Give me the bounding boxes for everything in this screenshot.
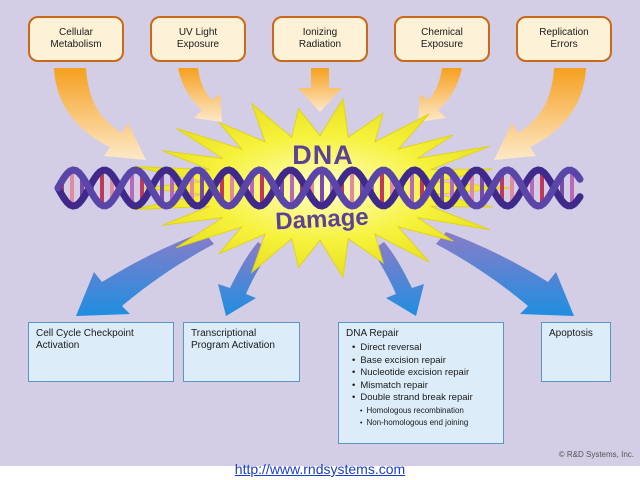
dna-repair-list: Direct reversal Base excision repair Nuc… — [346, 342, 496, 405]
arrow-to-checkpoint — [76, 232, 214, 316]
repair-item: Double strand break repair — [352, 392, 496, 405]
outcome-cell-cycle-checkpoint: Cell Cycle Checkpoint Activation — [28, 322, 174, 382]
copyright-notice: © R&D Systems, Inc. — [558, 450, 634, 459]
arrow-to-apoptosis — [436, 232, 574, 316]
repair-subitem: Non-homologous end joining — [360, 417, 496, 429]
dna-repair-title: DNA Repair — [346, 328, 399, 339]
arrow-uv-light — [178, 68, 222, 122]
diagram-panel: Cellular Metabolism UV Light Exposure Io… — [0, 0, 640, 466]
dna-double-helix — [54, 166, 584, 210]
arrow-to-dna-repair — [372, 242, 424, 316]
arrow-replication-errors — [494, 68, 586, 160]
repair-item: Mismatch repair — [352, 380, 496, 393]
repair-item: Direct reversal — [352, 342, 496, 355]
title-dna: DNA — [292, 140, 354, 170]
repair-item: Nucleotide excision repair — [352, 367, 496, 380]
cause-ionizing-radiation: Ionizing Radiation — [272, 16, 368, 62]
diagram-graphics — [54, 68, 586, 316]
repair-subitem: Homologous recombination — [360, 405, 496, 417]
repair-item: Base excision repair — [352, 355, 496, 368]
outcome-dna-repair: DNA Repair Direct reversal Base excision… — [338, 322, 504, 444]
double-strand-repair-sublist: Homologous recombination Non-homologous … — [346, 405, 496, 429]
cause-replication-errors: Replication Errors — [516, 16, 612, 62]
title-damage: Damage — [274, 203, 370, 236]
footer-link[interactable]: http://www.rndsystems.com — [234, 461, 406, 477]
arrow-chemical-exposure — [418, 68, 462, 122]
cause-chemical-exposure: Chemical Exposure — [394, 16, 490, 62]
outcome-apoptosis: Apoptosis — [541, 322, 611, 382]
outcome-transcriptional-program: Transcriptional Program Activation — [183, 322, 300, 382]
helix-strand-b — [54, 166, 584, 210]
cause-uv-light-exposure: UV Light Exposure — [150, 16, 246, 62]
cause-cellular-metabolism: Cellular Metabolism — [28, 16, 124, 62]
arrow-cellular-metabolism — [54, 68, 146, 160]
arrow-ionizing-radiation — [298, 68, 342, 112]
